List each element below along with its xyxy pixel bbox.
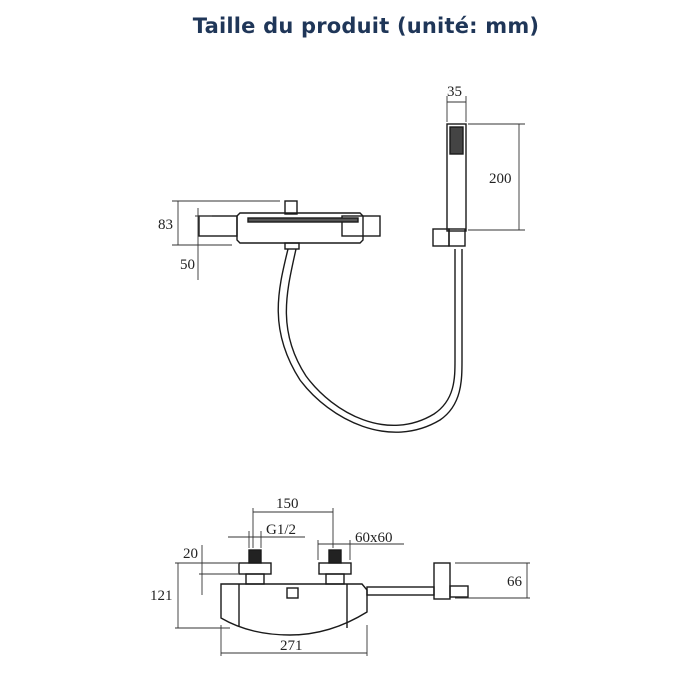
dim-label-handshower-length: 200 xyxy=(489,171,512,187)
dim-label-inlet-spacing: 150 xyxy=(276,496,299,512)
dimension-lines xyxy=(172,96,530,656)
dim-label-mixer-height: 83 xyxy=(158,217,173,233)
mixer-top-view xyxy=(198,200,381,250)
dim-label-width: 271 xyxy=(280,638,303,654)
mixer-front-view xyxy=(220,549,469,636)
dim-label-mixer-body-height: 50 xyxy=(180,257,195,273)
dim-label-nut-height: 20 xyxy=(183,546,198,562)
dim-label-handshower-width: 35 xyxy=(447,84,462,100)
handshower-top-view xyxy=(432,123,467,247)
dim-label-total-height: 121 xyxy=(150,588,173,604)
dim-label-thread: G1/2 xyxy=(266,522,296,538)
dim-label-nut-size: 60x60 xyxy=(355,530,393,546)
page-title: Taille du produit (unité: mm) xyxy=(192,14,540,38)
shower-hose xyxy=(277,248,463,433)
dim-label-holder-height: 66 xyxy=(507,574,523,590)
